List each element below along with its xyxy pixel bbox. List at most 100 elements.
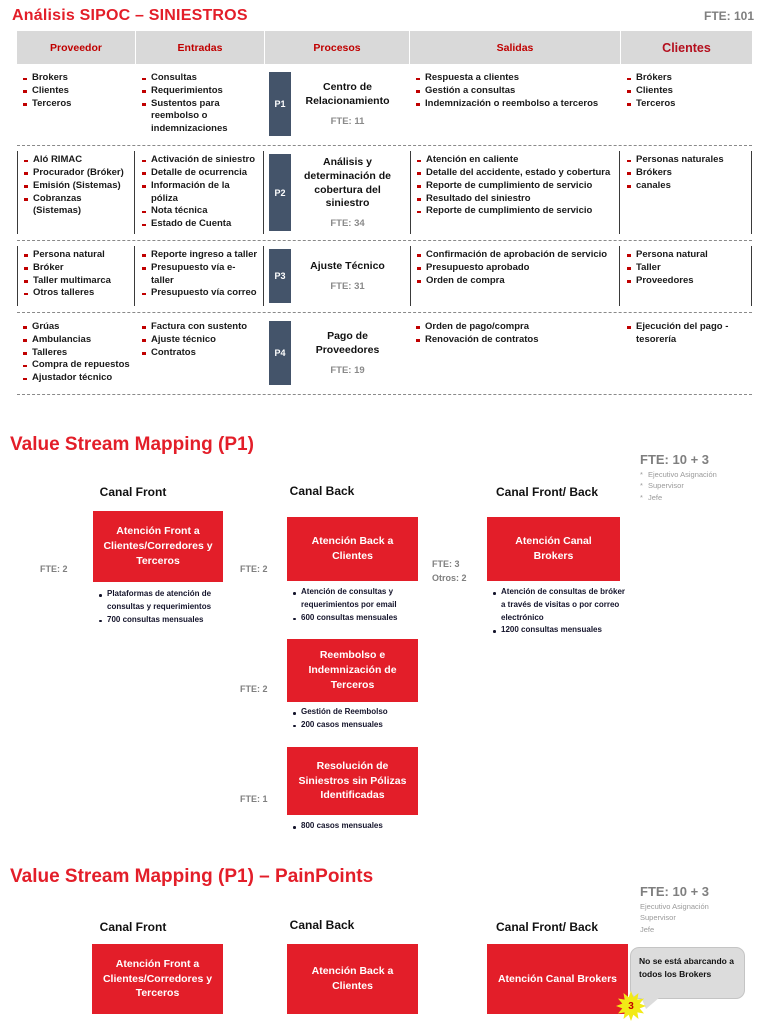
list-item: Reporte ingreso a taller: [140, 249, 258, 262]
list-item: Ejecutivo Asignación: [640, 469, 760, 481]
list-item: Otros talleres: [22, 287, 129, 300]
list-item: Nota técnica: [140, 205, 258, 218]
proceso-badge: P2: [269, 154, 291, 231]
list-item: Brokers: [21, 72, 130, 85]
list-item: Persona natural: [22, 249, 129, 262]
list-item: Bróker: [22, 262, 129, 275]
list-item: Presupuesto aprobado: [415, 262, 614, 275]
painpoints-fte-total: FTE: 10 + 3: [640, 884, 709, 899]
list-item: Terceros: [21, 98, 130, 111]
column-header-entradas: Entradas: [136, 31, 264, 64]
proceso-fte: FTE: 11: [330, 115, 365, 127]
list-item: Activación de siniestro: [140, 154, 258, 167]
list-item: canales: [625, 180, 746, 193]
process-card-atencion-back: Atención Back a Clientes: [287, 944, 418, 1014]
column-header-salidas: Salidas: [410, 31, 620, 64]
process-card-canal-brokers: Atención Canal Brokers: [487, 944, 628, 1014]
sipoc-header-row: Proveedor Entradas Procesos Salidas Clie…: [17, 31, 752, 64]
list-item: Orden de compra: [415, 275, 614, 288]
list-item: Contratos: [140, 347, 259, 360]
proceso-badge: P4: [269, 320, 291, 385]
list-item: Supervisor: [640, 913, 676, 923]
list-item: Gestión de Reembolso: [291, 706, 431, 719]
process-card-canal-brokers: Atención Canal Brokers: [487, 517, 620, 581]
vsm-fte-block: FTE: 10 + 3 Ejecutivo AsignaciónSupervis…: [640, 452, 760, 503]
list-item: Brókers: [625, 72, 747, 85]
list-item: Personas naturales: [625, 154, 746, 167]
list-item: Proveedores: [625, 275, 746, 288]
card-notes: Atención de consultas y requerimientos p…: [291, 586, 426, 624]
list-item: Taller: [625, 262, 746, 275]
list-item: Atención de consultas de bróker a través…: [491, 586, 631, 624]
painpoint-number: 3: [628, 1000, 634, 1012]
list-item: Presupuesto vía correo: [140, 287, 258, 300]
list-item: Atención de consultas y requerimientos p…: [291, 586, 426, 612]
list-item: Reporte de cumplimiento de servicio: [415, 180, 614, 193]
otros-value: Otros: 2: [432, 573, 467, 584]
list-item: Ajuste técnico: [140, 334, 259, 347]
list-item: Presupuesto vía e-taller: [140, 262, 258, 288]
column-canal-frontback: Canal Front/ Back: [495, 485, 599, 499]
list-item: Atención en caliente: [415, 154, 614, 167]
list-item: Grúas: [21, 321, 130, 334]
list-item: Ejecutivo Asignación: [640, 902, 709, 911]
card-notes: Atención de consultas de bróker a través…: [491, 586, 631, 637]
column-canal-front: Canal Front: [99, 920, 167, 934]
proceso-fte: FTE: 34: [330, 217, 365, 229]
list-item: Detalle del accidente, estado y cobertur…: [415, 167, 614, 180]
proceso-cell: P4 Pago de Proveedores FTE: 19: [269, 320, 404, 385]
list-item: Resultado del siniestro: [415, 193, 614, 206]
process-card-reembolso: Reembolso e Indemnización de Terceros: [287, 639, 418, 702]
list-item: Emisión (Sistemas): [22, 180, 129, 193]
list-item: Jefe: [640, 924, 655, 934]
proceso-nombre: Ajuste Técnico: [310, 260, 385, 273]
list-item: Persona natural: [625, 249, 746, 262]
column-canal-back: Canal Back: [289, 918, 355, 932]
proceso-cell: P3 Ajuste Técnico FTE: 31: [269, 248, 404, 303]
process-card-atencion-front: Atención Front a Clientes/Corredores y T…: [92, 944, 223, 1014]
list-item: Aló RIMAC: [22, 154, 129, 167]
proceso-badge: P1: [269, 72, 291, 137]
list-item: 700 consultas mensuales: [97, 614, 232, 627]
fte-label: FTE: 3 Otros: 2: [432, 557, 467, 586]
list-item: Factura con sustento: [140, 321, 259, 334]
fte-label: FTE: 1: [240, 794, 268, 804]
list-item: Respuesta a clientes: [414, 72, 615, 85]
painpoints-section-title: Value Stream Mapping (P1) – PainPoints: [10, 866, 374, 887]
column-header-procesos: Procesos: [265, 31, 409, 64]
column-header-clientes: Clientes: [621, 31, 752, 64]
fte-value: FTE: 3: [432, 559, 460, 569]
list-item: Requerimientos: [140, 85, 259, 98]
list-item: Detalle de ocurrencia: [140, 167, 258, 180]
list-item: Ejecución del pago - tesorería: [625, 321, 747, 347]
proceso-badge: P3: [269, 248, 291, 303]
column-canal-frontback: Canal Front/ Back: [495, 920, 599, 934]
list-item: Reporte de cumplimiento de servicio: [415, 205, 614, 218]
list-item: Confirmación de aprobación de servicio: [415, 249, 614, 262]
painpoint-callout-bubble: No se está abarcando a todos los Brokers: [630, 947, 745, 1009]
fte-label: FTE: 2: [40, 564, 68, 574]
list-item: Clientes: [21, 85, 130, 98]
list-item: Terceros: [625, 98, 747, 111]
list-item: Clientes: [625, 85, 747, 98]
list-item: Estado de Cuenta: [140, 218, 258, 231]
clientes-list: Ejecución del pago - tesorería: [625, 321, 747, 347]
list-item: Taller multimarca: [22, 275, 129, 288]
list-item: 1200 consultas mensuales: [491, 624, 631, 637]
